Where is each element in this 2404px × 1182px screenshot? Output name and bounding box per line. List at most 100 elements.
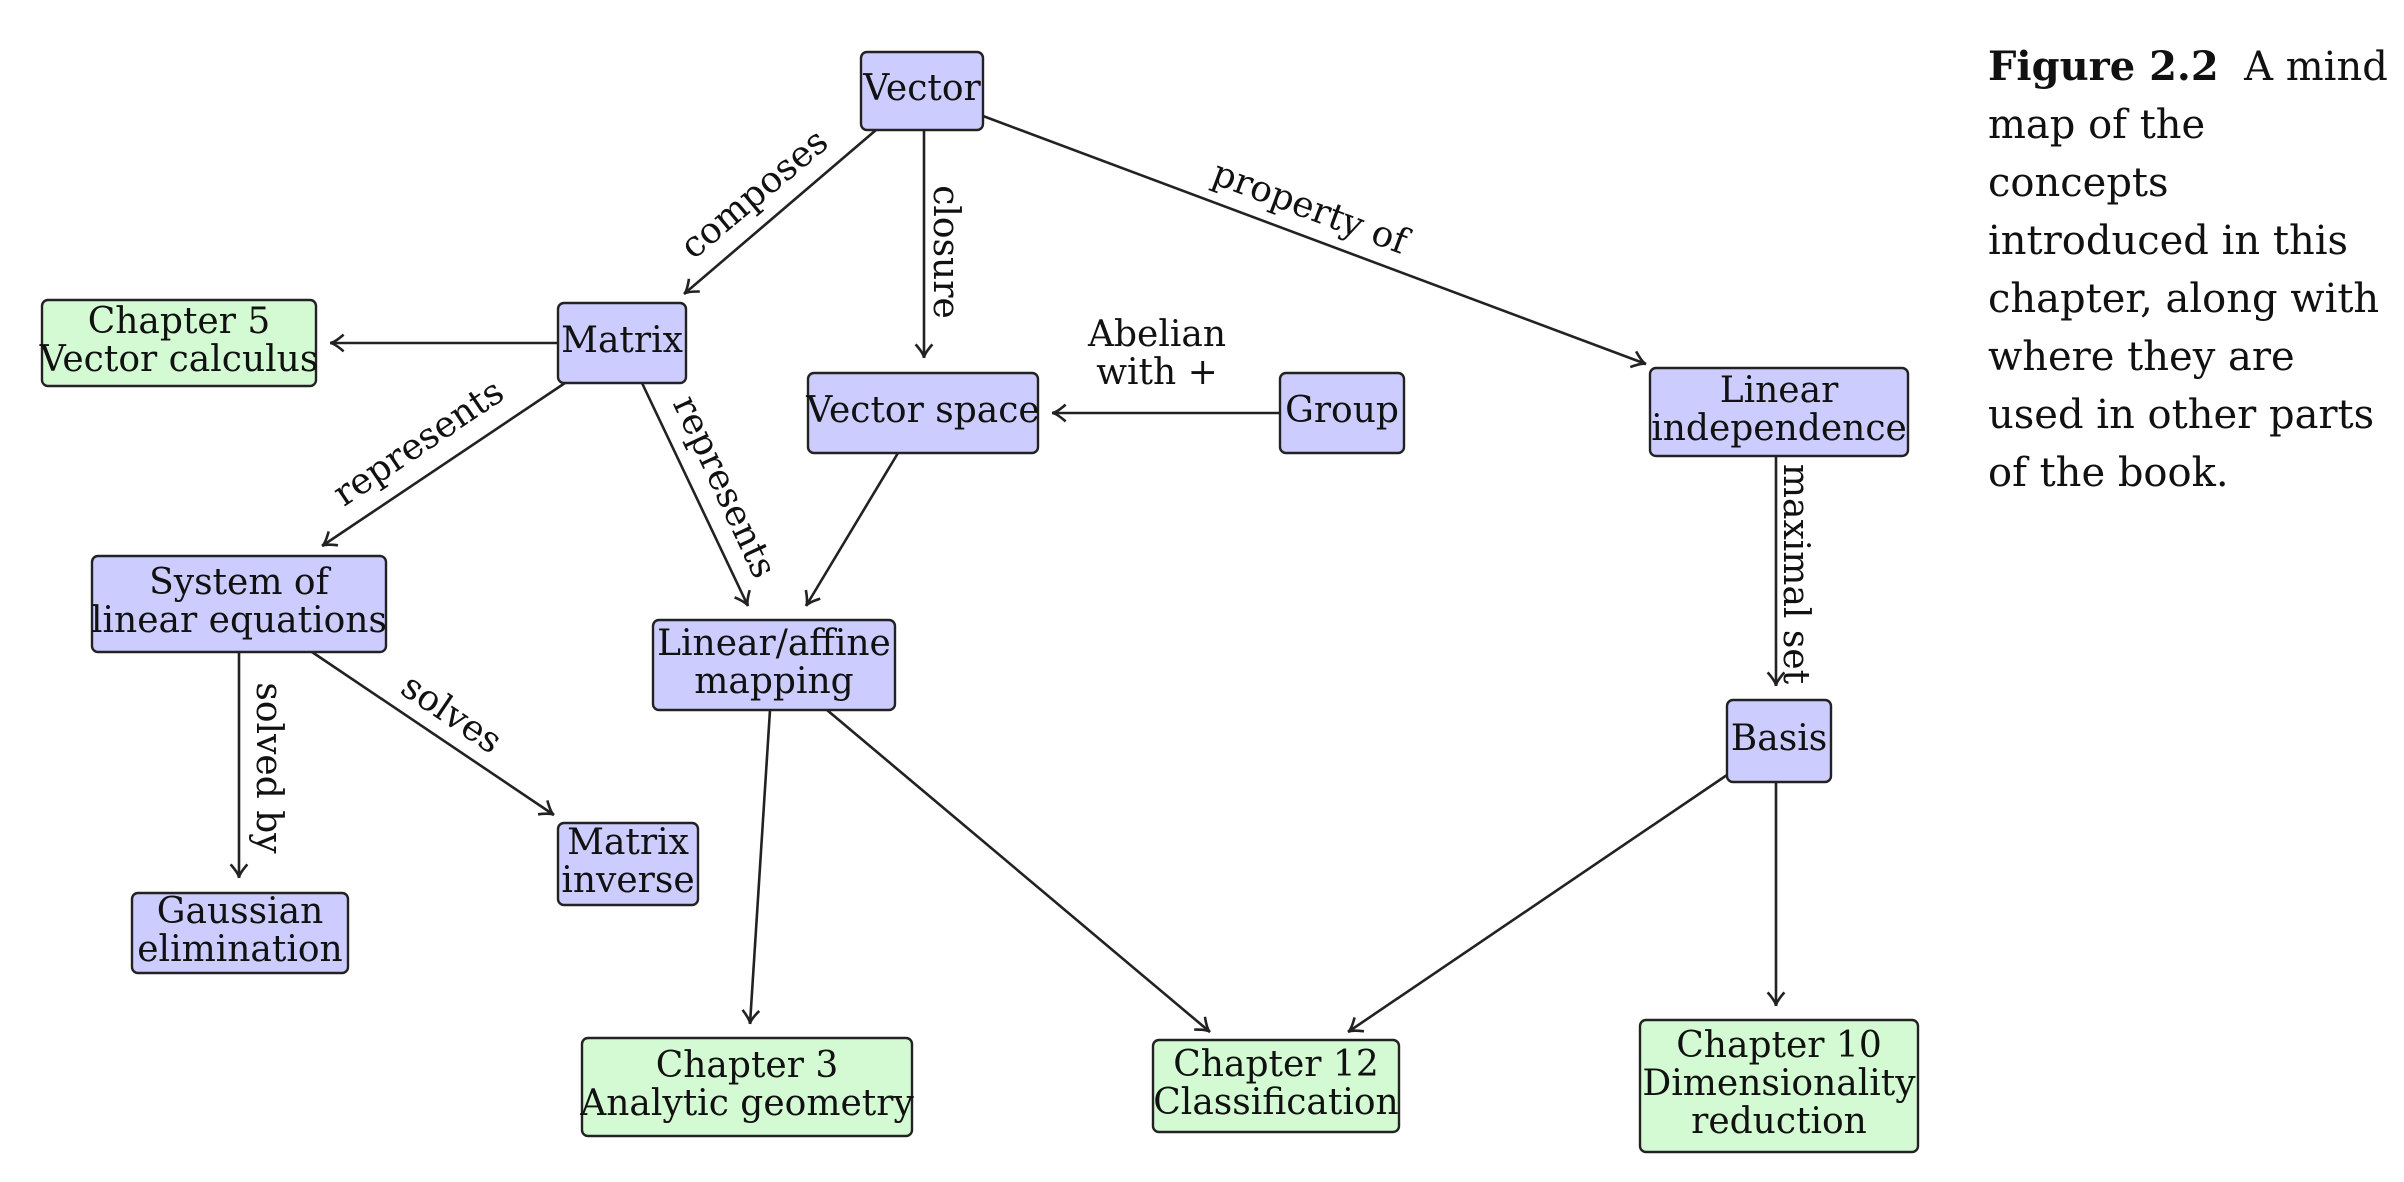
- edge-label-line: maximal set: [1775, 464, 1816, 685]
- arrowhead-icon: [537, 800, 555, 817]
- edge-matrix-to-chapter-5: [329, 333, 558, 353]
- concept-box: [1725, 698, 1833, 784]
- node-label-line: Linear/affine: [657, 623, 891, 664]
- edge-line: [640, 382, 750, 607]
- arrowhead-icon: [1766, 671, 1786, 687]
- node-label-line: Vector space: [805, 390, 1039, 431]
- edges-layer: [229, 114, 1786, 1034]
- node-label-line: mapping: [694, 661, 853, 702]
- edge-label-line: Abelian: [1087, 314, 1226, 355]
- arrowhead-icon: [741, 1009, 761, 1025]
- node-label-line: Gaussian: [157, 891, 324, 932]
- node-label-line: Vector calculus: [39, 339, 319, 380]
- arrowhead-icon: [1051, 403, 1067, 423]
- node-label: Basis: [1731, 718, 1827, 759]
- concept-box: [651, 618, 897, 712]
- arrowhead-icon: [321, 531, 339, 548]
- edge-vector-to-linear-independence: [982, 114, 1647, 369]
- edge-label-line: with +: [1096, 352, 1218, 393]
- edge-line: [982, 114, 1647, 366]
- edge-basis-to-chapter-12: [1347, 773, 1728, 1034]
- chapter-box: [1638, 1018, 1920, 1154]
- concept-box: [806, 371, 1040, 455]
- node-vector: Vector: [859, 50, 985, 132]
- edge-label: represents: [326, 371, 511, 515]
- edge-line: [683, 129, 877, 295]
- node-label-line: Analytic geometry: [579, 1083, 914, 1124]
- edge-line: [804, 452, 900, 607]
- edge-matrix-to-system-of-linear-equations: [321, 381, 566, 548]
- node-label-line: independence: [1651, 408, 1907, 449]
- arrowhead-icon: [683, 278, 700, 296]
- edge-line: [826, 709, 1211, 1033]
- node-label-line: Chapter 10: [1676, 1025, 1881, 1066]
- node-label-line: elimination: [137, 929, 342, 970]
- edge-system-of-linear-equations-to-gaussian-elimination: [229, 652, 249, 879]
- concept-box: [130, 891, 350, 975]
- node-label-line: Chapter 5: [88, 301, 271, 342]
- node-basis: Basis: [1725, 698, 1833, 784]
- node-label-line: Vector: [862, 68, 981, 109]
- node-label: Vector space: [805, 390, 1039, 431]
- node-label-line: Classification: [1153, 1082, 1398, 1123]
- edge-label-line: closure: [925, 185, 966, 319]
- edge-basis-to-chapter-10: [1766, 782, 1786, 1007]
- figure-caption-label: Figure 2.2: [1988, 43, 2219, 90]
- node-label: Group: [1285, 390, 1399, 431]
- figure-caption-text: A mind map of the concepts introduced in…: [1988, 44, 2388, 496]
- edge-label-line: represents: [326, 371, 511, 515]
- arrowhead-icon: [229, 863, 249, 879]
- edge-label-line: composes: [673, 121, 836, 267]
- edge-line: [1347, 773, 1728, 1034]
- chapter-box: [580, 1036, 914, 1138]
- node-label-line: Basis: [1731, 718, 1827, 759]
- node-label-line: Dimensionality: [1642, 1063, 1916, 1104]
- node-label-line: inverse: [561, 860, 694, 901]
- node-label-line: Group: [1285, 390, 1399, 431]
- edge-vector-space-to-linear-affine-mapping: [804, 452, 900, 607]
- node-vector-space: Vector space: [805, 371, 1040, 455]
- node-label-line: Matrix: [567, 822, 689, 863]
- edge-line: [311, 650, 555, 817]
- concept-box: [556, 821, 700, 907]
- concept-box: [1648, 366, 1910, 458]
- edge-linear-affine-mapping-to-chapter-3: [741, 709, 772, 1025]
- node-label-line: Linear: [1720, 370, 1839, 411]
- edge-label-line: solves: [394, 666, 510, 762]
- arrowhead-icon: [734, 589, 751, 607]
- edge-vector-to-matrix: [683, 129, 877, 296]
- arrowhead-icon: [1347, 1017, 1365, 1034]
- edge-label: composes: [673, 121, 836, 267]
- edge-label: property of: [1207, 153, 1416, 264]
- node-label-line: System of: [149, 562, 332, 603]
- arrowhead-icon: [914, 343, 934, 359]
- arrowhead-icon: [1194, 1016, 1211, 1034]
- concept-box: [90, 554, 388, 654]
- arrowhead-icon: [1629, 350, 1647, 369]
- edge-line: [321, 381, 566, 548]
- edge-label: closure: [925, 185, 966, 319]
- concept-box: [1278, 371, 1406, 455]
- figure-caption: Figure 2.2 A mind map of the concepts in…: [1988, 38, 2388, 502]
- concept-box: [859, 50, 985, 132]
- edge-vector-to-vector-space: [914, 130, 934, 359]
- edge-label-line: property of: [1207, 153, 1416, 264]
